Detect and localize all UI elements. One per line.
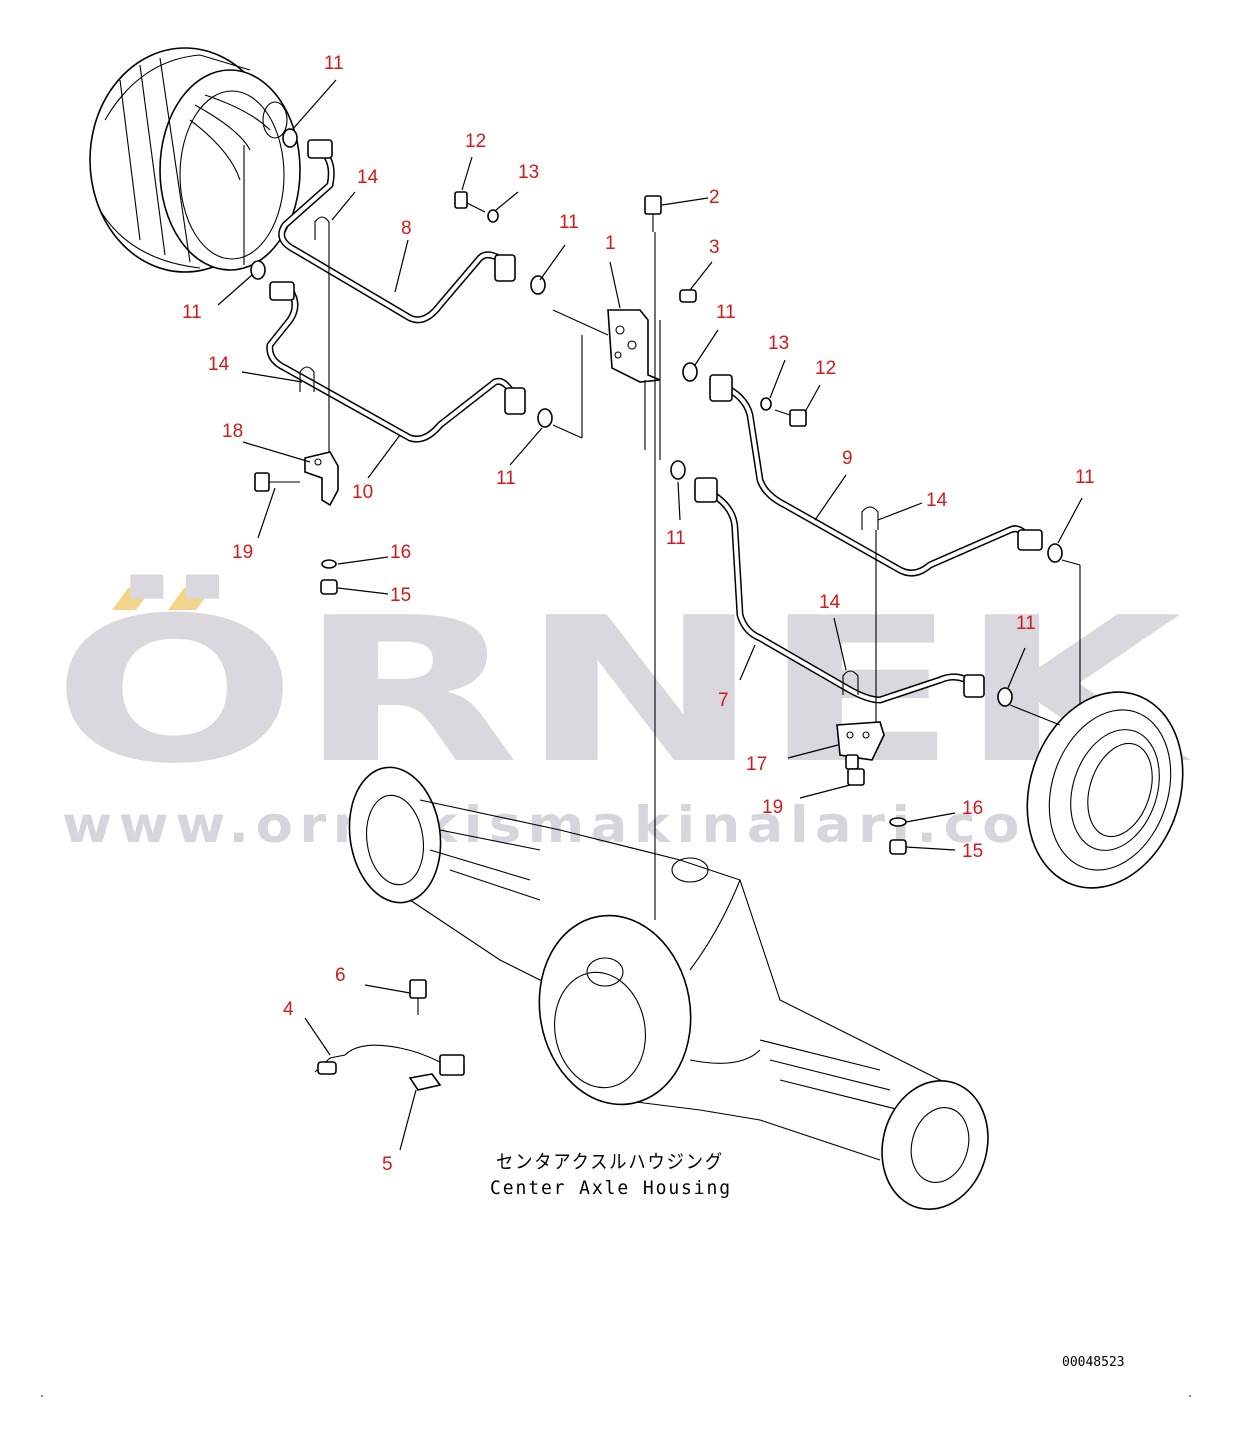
bracket-17 — [836, 721, 885, 761]
caption-japanese: センタアクスルハウジング — [496, 1151, 724, 1173]
callout-12a: 12 — [465, 131, 486, 152]
corner-mark-right — [1189, 1395, 1191, 1397]
callout-18: 18 — [222, 421, 243, 442]
center-axle-housing — [348, 766, 989, 1211]
block-1 — [607, 309, 661, 383]
callout-14b: 14 — [208, 354, 230, 375]
corner-mark-left — [41, 1395, 43, 1397]
o-ring-11g — [1047, 543, 1063, 563]
bolt-19b-shaft — [845, 754, 859, 770]
sensor-4 — [317, 1061, 337, 1075]
callout-14a: 14 — [357, 167, 379, 188]
clip-5 — [408, 1073, 442, 1091]
right-wheel-hub — [1026, 691, 1184, 889]
pipe-9 — [716, 381, 1034, 577]
callout-17: 17 — [746, 754, 767, 775]
callout-9: 9 — [842, 448, 853, 469]
callout-14c: 14 — [926, 490, 948, 511]
callout-6: 6 — [335, 965, 346, 986]
callout-numbers: 1 2 3 4 5 6 7 8 9 10 11 11 11 11 11 11 1… — [182, 53, 1095, 1175]
callout-15a: 15 — [390, 585, 411, 606]
caption-english: Center Axle Housing — [490, 1177, 732, 1199]
callout-16a: 16 — [390, 542, 411, 563]
bolt-2 — [644, 195, 662, 215]
callout-11g: 11 — [1075, 467, 1095, 488]
washer-16b — [889, 817, 907, 827]
callout-7: 7 — [718, 690, 729, 711]
callout-19b: 19 — [762, 797, 783, 818]
callout-13a: 13 — [518, 162, 539, 183]
flange-10-left — [269, 281, 295, 301]
pipe-10 — [266, 286, 519, 443]
callout-3: 3 — [709, 237, 720, 258]
plug-3 — [679, 289, 697, 303]
o-ring-11c — [530, 275, 546, 295]
left-wheel-hub — [89, 47, 301, 273]
washer-13b — [760, 397, 772, 411]
flange-9-left — [709, 374, 733, 402]
flange-8-left — [307, 139, 333, 159]
o-ring-11d — [537, 408, 553, 428]
callout-16b: 16 — [962, 798, 983, 819]
o-ring-11a — [282, 128, 298, 148]
callout-11h: 11 — [1016, 613, 1036, 634]
callout-11c: 11 — [559, 212, 579, 233]
bracket-18 — [304, 451, 339, 507]
callout-11d: 11 — [496, 468, 516, 489]
callout-19a: 19 — [232, 542, 253, 563]
callout-14d: 14 — [819, 592, 841, 613]
callout-1: 1 — [605, 233, 616, 254]
flange-9-right — [1017, 529, 1043, 551]
fittings — [243, 128, 1081, 1091]
callout-8: 8 — [401, 218, 412, 239]
callout-11a: 11 — [324, 53, 344, 74]
callout-11f: 11 — [666, 528, 686, 549]
flange-7-left — [694, 477, 718, 503]
bolt-12b — [789, 409, 807, 427]
flange-8-right — [494, 254, 516, 282]
bolt-6 — [409, 979, 427, 999]
callout-11e: 11 — [716, 302, 736, 323]
flange-7-right — [963, 674, 985, 698]
callout-4: 4 — [283, 999, 294, 1020]
bolt-12a — [454, 191, 468, 209]
nut-15b — [889, 839, 907, 855]
callout-2: 2 — [709, 187, 720, 208]
callout-5: 5 — [382, 1154, 393, 1175]
watermark-accent-right — [168, 588, 212, 610]
sensor-4-cable — [314, 1044, 441, 1073]
callout-11b: 11 — [182, 302, 202, 323]
watermark-brand: ÖRNEK — [52, 574, 1192, 808]
washer-13a — [487, 209, 499, 223]
u-bolt-14c — [861, 506, 879, 530]
o-ring-11e — [682, 362, 698, 382]
callout-15b: 15 — [962, 841, 983, 862]
o-ring-11b — [250, 260, 266, 280]
bolt-19b-head — [847, 768, 865, 786]
leader-lines — [217, 79, 1083, 1151]
bolt-19a — [254, 472, 270, 492]
u-bolt-14a — [314, 216, 330, 240]
u-bolt-14d — [842, 670, 859, 695]
callout-13b: 13 — [768, 333, 789, 354]
callout-10: 10 — [352, 482, 373, 503]
o-ring-11h — [997, 687, 1013, 707]
sensor-4-connector — [439, 1054, 465, 1076]
nut-15a — [320, 579, 338, 595]
caption: センタアクスルハウジング Center Axle Housing — [490, 1151, 732, 1199]
pipes — [266, 146, 1034, 704]
o-ring-11f — [670, 460, 686, 480]
u-bolt-14b — [299, 366, 315, 392]
watermark-accent-left — [112, 588, 152, 610]
flange-10-right — [504, 387, 526, 415]
callout-12b: 12 — [815, 358, 836, 379]
washer-16a — [321, 559, 337, 569]
reference-number: 00048523 — [1062, 1355, 1125, 1370]
